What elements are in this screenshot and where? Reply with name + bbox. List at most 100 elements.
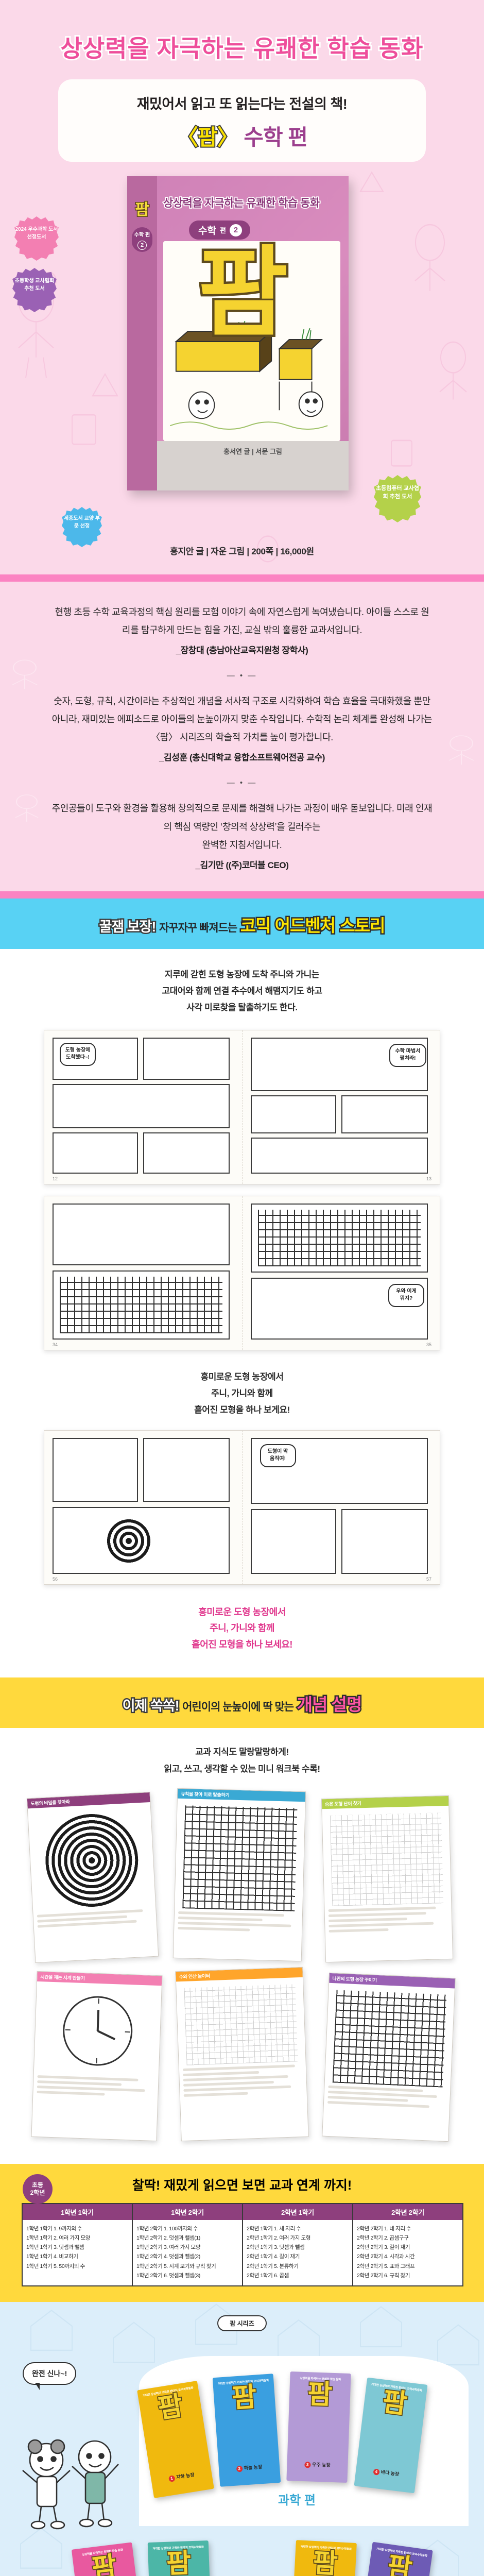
series-book-math-4[interactable]: 거대한 상상력이 가득한 판타지 코믹수학동화 팜 4시간 농장 [359,2541,433,2576]
comic-panel [250,1509,336,1574]
divider-pink-1 [0,574,484,582]
comic-bubble: 수학 마법서 펼쳐라! [389,1043,426,1067]
comic-panel [250,1137,428,1174]
grade-badge: 초등 2학년 [23,2174,53,2205]
comic-band-header: 꿀잼 보장! 자꾸자꾸 빠져드는 코믹 어드벤처 스토리 [0,898,484,949]
page-title: 상상력을 자극하는 유쾌한 학습 동화 [59,33,425,63]
review-1-source: _장창대 (충남아산교육지원청 장학사) [176,646,308,656]
series-book-math-2[interactable]: 거대한 상상력이 가득한 판타지 코믹수학동화 팜 2도형 농장 [147,2540,212,2576]
spread-2-page-right: 우와 이게 뭐지? 35 [243,1196,440,1350]
curriculum-column-4-list: 2학년 2학기 1. 네 자리 수 2학년 2학기 2. 곱셈구구 2학년 2학… [353,2220,462,2285]
spiral-graphic [43,1811,141,1909]
curriculum-item: 1학년 2학기 3. 여러 가지 모양 [136,2244,201,2251]
kid-speech-bubble: 완전 신나~! [23,2362,77,2390]
maze-graphic [332,1990,447,2088]
comic-panel [341,1095,428,1133]
comic-bubble: 도형이 막 움직여! [260,1444,296,1467]
series-book-math-1[interactable]: 상상력을 자극하는 유쾌한 학습 동화 팜 1숫자 농장 [71,2542,144,2576]
worksheet-2: 규칙을 찾아 미로 탈출하기 [172,1788,306,1962]
review-3-paragraph: 주인공들이 도구와 환경을 활용해 창의적으로 문제를 해결해 나가는 과정이 … [51,803,433,832]
curriculum-column-1-header: 1학년 1학기 [23,2204,132,2221]
page-number: 34 [53,1342,58,1347]
worksheet-1-body [28,1802,157,1934]
comic-panel [341,1509,428,1574]
series-book-pam-logo: 팜 [380,2386,410,2420]
series-book-pam-logo: 팜 [306,2378,334,2411]
worksheet-3: 숨은 도형 단어 찾기 [321,1795,454,1963]
hero-section: 상상력을 자극하는 유쾌한 학습 동화 재밌어서 읽고 또 읽는다는 전설의 책… [0,0,484,574]
curriculum-table: 1학년 1학기 1학년 1학기 1. 9까지의 수 1학년 1학기 2. 여러 … [22,2203,463,2286]
page-number: 12 [53,1176,58,1181]
series-caption-science: 과학 편 [277,2493,317,2509]
series-book-pam-logo: 팜 [165,2547,193,2576]
cover-subject-suffix: 편 [219,227,226,234]
review-3-quote: 완벽한 지침서입니다. [202,839,282,850]
worksheet-6-body [323,1983,454,2115]
curriculum-item: 2학년 1학기 3. 덧셈과 뺄셈 [247,2244,305,2251]
cover-subject-text: 수학 [198,226,216,236]
curriculum-item: 1학년 2학기 2. 덧셈과 뺄셈(1) [136,2235,200,2242]
comic-bubble: 우와 이게 뭐지? [388,1283,424,1307]
curriculum-column-2-header: 1학년 2학기 [133,2204,242,2221]
comic-bubble: 도형 농장에 도착했다~! [60,1042,96,1066]
worksheet-5-body [176,1977,307,2103]
curriculum-item: 1학년 2학기 1. 100까지의 수 [136,2226,198,2232]
review-2: 숫자, 도형, 규칙, 시간이라는 추상적인 개념을 서사적 구조로 시각화하여… [51,692,433,763]
book-meta-line: 홍지안 글 | 자운 그림 | 200쪽 | 16,000원 [170,547,314,556]
cover-subject-chip: 수학 편 2 [189,221,250,240]
series-tag-label: 팜 시리즈 [217,2315,267,2331]
series-book-pam-logo: 팜 [230,2381,258,2414]
cover-credit: 홍서연 글 | 서문 그림 [223,448,282,455]
comic-panel [143,1132,230,1174]
series-row-math: 상상력을 자극하는 유쾌한 학습 동화 팜 1숫자 농장 거대한 상상력이 가득… [0,2539,484,2576]
hero-card: 재밌어서 읽고 또 읽는다는 전설의 책! 〈팜〉 수학 편 [58,79,426,162]
worksheet-4-body [33,1981,162,2104]
curriculum-part-a: 찰딱! [132,2178,161,2193]
cover-pam-logo: 팜 [196,239,290,348]
curriculum-item: 2학년 2학기 4. 시각과 시간 [357,2253,415,2260]
review-divider-2: — • — [227,778,257,788]
comic-panel [143,1037,230,1080]
curriculum-item: 1학년 1학기 3. 덧셈과 뺄셈 [26,2244,84,2251]
comic-lead-text: 지루에 갇힌 도형 농장에 도착 주니와 가니는 고대어와 함께 연결 추수에서… [162,969,322,1013]
worksheet-3-body [322,1806,452,1939]
comic-band-heading: 꿀잼 보장! 자꾸자꾸 빠져드는 코믹 어드벤처 스토리 [0,912,484,937]
curriculum-item: 2학년 2학기 6. 규칙 찾기 [357,2272,410,2279]
comic-panel [53,1083,230,1128]
comic-panel [143,1437,230,1502]
kids-illustration [22,2439,119,2529]
badge-award-purple: 초등학생 교사협회 추천 도서 [12,268,57,312]
curriculum-item: 1학년 2학기 6. 덧셈과 뺄셈(3) [136,2272,200,2279]
curriculum-item: 1학년 2학기 4. 덧셈과 뺄셈(2) [136,2253,200,2260]
curriculum-part-c: 교과 연계 [269,2178,320,2193]
series-book-math-3[interactable]: 거대한 상상력이 가득한 판타지 코믹수학동화 팜 3규칙 농장 [291,2539,357,2576]
page-number: 13 [426,1176,431,1181]
maze-graphic [182,1805,298,1912]
curriculum-column-1: 1학년 1학기 1학년 1학기 1. 9까지의 수 1학년 1학기 2. 여러 … [22,2203,133,2286]
curriculum-item: 2학년 1학기 5. 분류하기 [247,2263,299,2269]
series-book-number: 3 [304,2461,311,2468]
curriculum-item: 1학년 1학기 5. 50까지의 수 [26,2263,85,2269]
page-number: 35 [426,1342,431,1347]
workbook-band-part-b: 어린이의 눈높이에 딱 맞는 [182,1701,294,1714]
curriculum-item: 2학년 1학기 6. 곱셈 [247,2272,289,2279]
workbook-band-heading: 이제 쏙쏙! 어린이의 눈높이에 딱 맞는 개념 설명 [0,1691,484,1716]
comic-panel [53,1437,138,1502]
badge-award-green: 초등컴퓨터 교사협회 추천 도서 [374,475,421,522]
comic-callout: 흥미로운 도형 농장에서 주니, 가니와 함께 흩어진 모형을 하나 보세요! [0,1596,484,1668]
curriculum-item: 1학년 1학기 1. 9까지의 수 [26,2226,82,2232]
curriculum-section: 초등 2학년 찰딱! 재밌게 읽으면 보면 교과 연계 까지! 1학년 1학기 … [0,2164,484,2302]
spine-volume-number: 2 [137,240,147,250]
worksheet-1: 도형의 비밀을 찾아라 [26,1792,159,1963]
badge-award-blue: 세종도서 교양 부문 선정 [62,507,102,547]
curriculum-column-4: 2학년 2학기 2학년 2학기 1. 네 자리 수 2학년 2학기 2. 곱셈구… [352,2203,463,2286]
hero-book-title: 〈팜〉 수학 편 [63,120,421,151]
series-book-title: 바다 농장 [381,2469,400,2477]
curriculum-column-3: 2학년 1학기 2학년 1학기 1. 세 자리 수 2학년 1학기 2. 여러 … [242,2203,353,2286]
hero-tagline: 재밌어서 읽고 또 읽는다는 전설의 책! [136,96,348,112]
comic-mid-text: 흥미로운 도형 농장에서 주니, 가니와 함께 흩어진 모형을 하나 보게요! [194,1371,290,1415]
